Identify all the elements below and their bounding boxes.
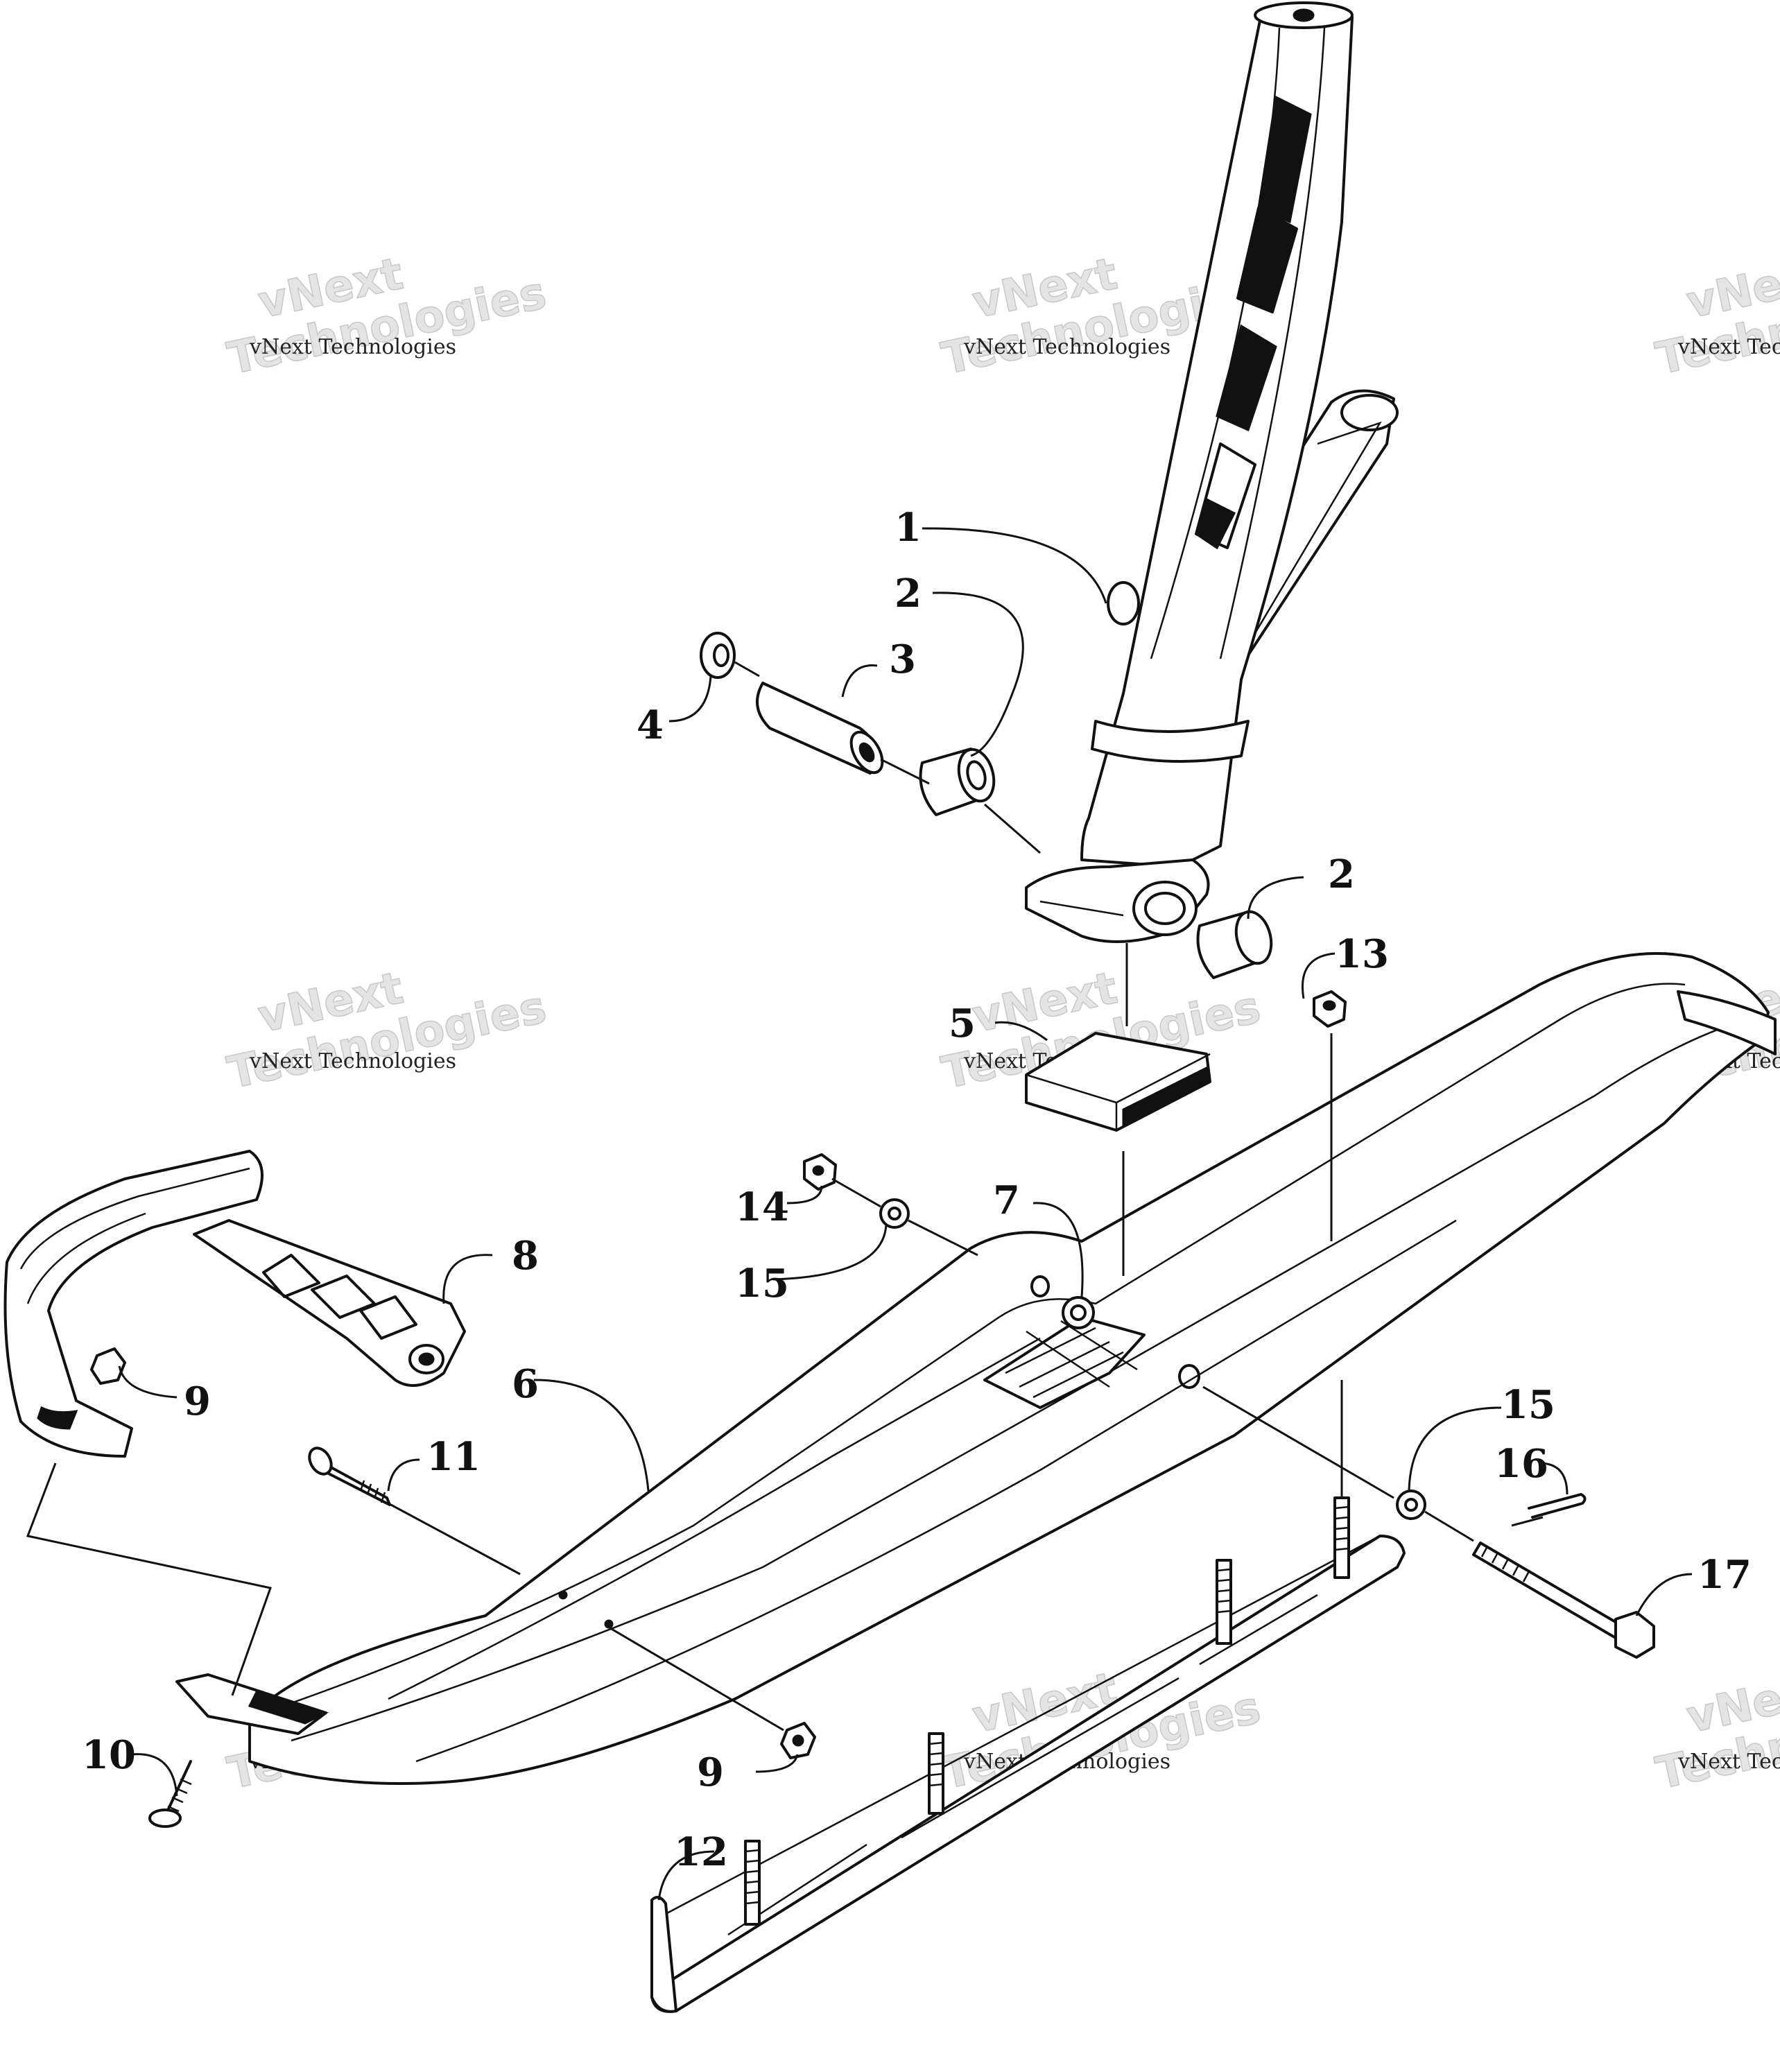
watermark: vNext Technologies vNext Technologies bbox=[223, 248, 551, 386]
callout-labels: 1 2 2 3 4 5 6 7 8 9 9 10 11 12 13 14 15 … bbox=[82, 505, 1752, 1875]
callout-9: 9 bbox=[697, 1750, 724, 1795]
stud bbox=[1333, 1496, 1350, 1579]
callout-1: 1 bbox=[895, 505, 922, 551]
part-bushing-upper bbox=[919, 748, 996, 816]
stud bbox=[928, 1732, 944, 1815]
callout-9: 9 bbox=[184, 1379, 211, 1424]
part-wear-bar bbox=[650, 1496, 1406, 2013]
callout-17: 17 bbox=[1697, 1552, 1752, 1598]
stud bbox=[1216, 1559, 1232, 1645]
callout-3: 3 bbox=[889, 637, 916, 682]
watermark: vNext Technologies vNext Technologies bbox=[1651, 1662, 1780, 1800]
svg-text:vNext Technologies: vNext Technologies bbox=[963, 335, 1170, 359]
part-nut-13 bbox=[1313, 990, 1347, 1028]
svg-text:vNext Technologies: vNext Technologies bbox=[249, 1049, 456, 1073]
part-nut-9a bbox=[90, 1347, 126, 1385]
part-bushing-small bbox=[1062, 1296, 1095, 1329]
part-ski-loop bbox=[3, 1150, 466, 1458]
callout-2: 2 bbox=[1328, 852, 1355, 897]
callout-7: 7 bbox=[993, 1177, 1020, 1223]
part-rubber-block bbox=[1025, 1032, 1211, 1132]
alignment-lines bbox=[26, 661, 1544, 1732]
callout-12: 12 bbox=[674, 1829, 728, 1875]
part-spindle bbox=[1025, 1, 1399, 943]
part-sleeve bbox=[756, 682, 884, 775]
part-bushing-lower bbox=[1196, 910, 1273, 979]
callout-15: 15 bbox=[735, 1261, 789, 1306]
watermark: vNext Technologies vNext Technologies bbox=[223, 962, 551, 1100]
callout-13: 13 bbox=[1335, 931, 1389, 977]
part-washer-15b bbox=[1396, 1490, 1426, 1520]
part-bolt-11 bbox=[308, 1447, 391, 1506]
stud bbox=[744, 1840, 761, 1926]
callout-4: 4 bbox=[637, 702, 664, 748]
callout-14: 14 bbox=[735, 1184, 789, 1230]
callout-10: 10 bbox=[82, 1732, 136, 1778]
callout-6: 6 bbox=[512, 1361, 539, 1407]
part-bolt-17 bbox=[1472, 1542, 1655, 1659]
callout-16: 16 bbox=[1494, 1441, 1548, 1487]
svg-text:vNext Technologies: vNext Technologies bbox=[1677, 1750, 1780, 1774]
part-nut-14 bbox=[803, 1153, 837, 1191]
watermark: vNext Technologies vNext Technologies bbox=[1651, 248, 1780, 386]
svg-text:vNext Technologies: vNext Technologies bbox=[1677, 335, 1780, 359]
callout-8: 8 bbox=[512, 1233, 539, 1279]
callout-2: 2 bbox=[895, 571, 922, 616]
part-screw-10 bbox=[148, 1760, 192, 1828]
callout-leaders bbox=[118, 527, 1693, 1901]
callout-11: 11 bbox=[426, 1434, 481, 1480]
part-washer-15a bbox=[879, 1198, 910, 1229]
callout-15: 15 bbox=[1501, 1382, 1555, 1428]
part-cotter-pin bbox=[1528, 1493, 1587, 1519]
part-ski bbox=[175, 952, 1777, 1785]
part-nut-9b bbox=[780, 1722, 816, 1759]
callout-5: 5 bbox=[949, 1001, 976, 1046]
svg-text:vNext Technologies: vNext Technologies bbox=[249, 335, 456, 359]
part-washer bbox=[700, 632, 736, 679]
